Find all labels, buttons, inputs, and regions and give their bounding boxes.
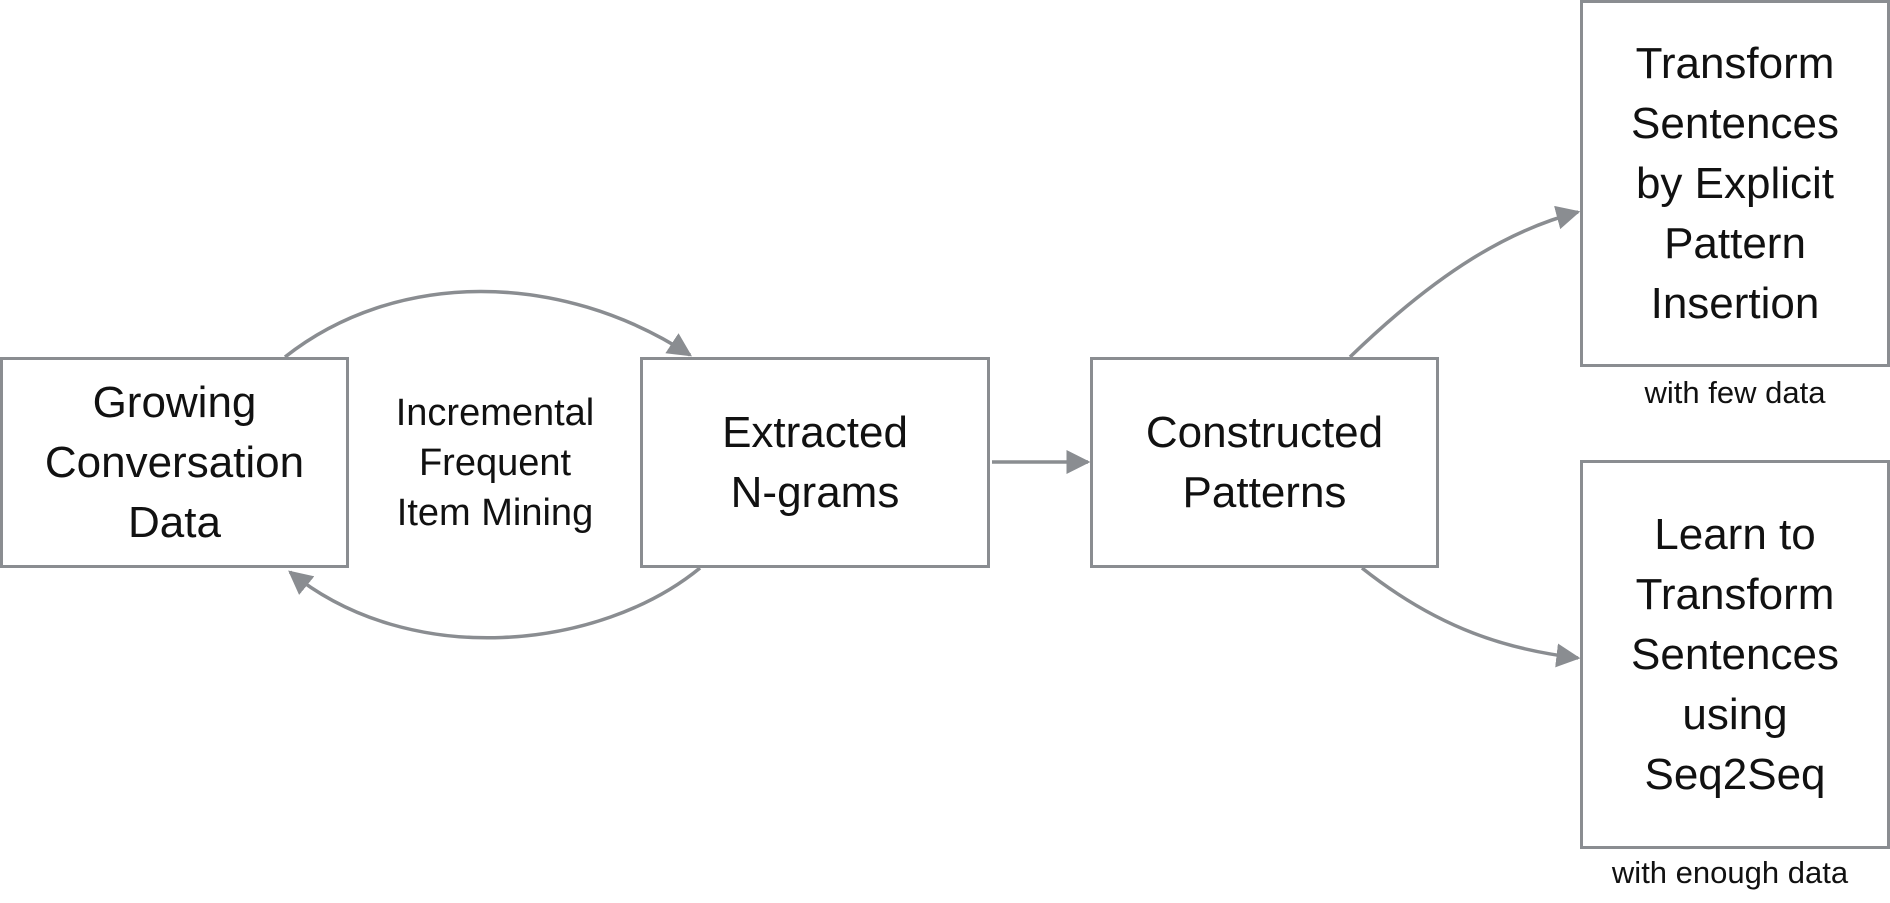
node-transform-sentences: Transform Sentences by Explicit Pattern … (1580, 0, 1890, 367)
node-constructed-patterns: Constructed Patterns (1090, 357, 1439, 568)
node-growing-conversation-data: Growing Conversation Data (0, 357, 349, 568)
arrow-extracted-to-growing (288, 566, 702, 640)
node-transform-label: Transform Sentences by Explicit Pattern … (1631, 38, 1839, 328)
caption-transform: with few data (1644, 375, 1826, 410)
caption-learn: with enough data (1611, 855, 1849, 890)
node-learn-to-transform: Learn to Transform Sentences using Seq2S… (1580, 460, 1890, 849)
node-extracted-ngrams: Extracted N-grams (640, 357, 990, 568)
node-learn-label: Learn to Transform Sentences using Seq2S… (1631, 509, 1839, 799)
node-extracted-label: Extracted N-grams (722, 407, 908, 517)
node-growing-label: Growing Conversation Data (44, 377, 305, 547)
edge-label-mining: Incremental Frequent Item Mining (395, 392, 595, 534)
arrow-constructed-to-transform (1348, 205, 1581, 359)
arrow-growing-to-extracted (283, 289, 693, 359)
arrow-constructed-to-learn (1360, 566, 1581, 668)
node-constructed-label: Constructed Patterns (1145, 407, 1384, 517)
